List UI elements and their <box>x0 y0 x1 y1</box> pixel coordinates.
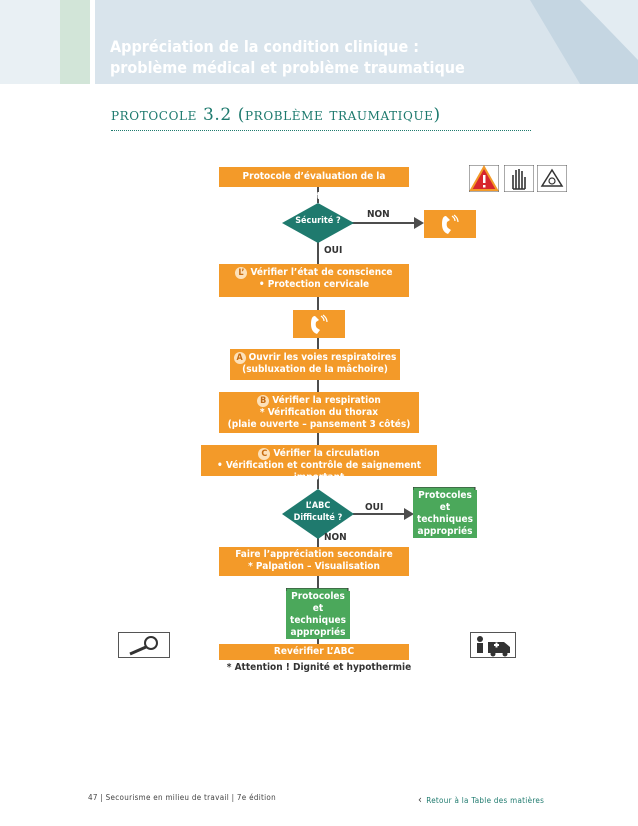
decision-security-shape <box>282 203 354 243</box>
header-title-line2: problème médical et problème traumatique <box>110 58 465 77</box>
step-text: Vérifier la respiration <box>272 395 381 406</box>
protocols-line1: Protocoles et <box>418 490 472 513</box>
step-breathing-line2: * Vérification du thorax <box>259 407 379 418</box>
label-non: NON <box>324 532 347 543</box>
connector <box>317 380 319 392</box>
decision-security: Sécurité ? <box>295 216 341 226</box>
title-divider <box>111 130 531 131</box>
decision-abc-shape <box>282 489 354 539</box>
step-letter: C <box>258 448 271 460</box>
phone-icon <box>442 214 459 234</box>
header-title-line1: Appréciation de la condition clinique : <box>110 37 419 56</box>
label-non: NON <box>367 209 390 220</box>
ambulance-icon <box>470 632 516 658</box>
phone-box-emergency <box>424 210 476 238</box>
decision-abc-line2: Difficulté ? <box>293 513 343 523</box>
step-secondary: Faire l’appréciation secondaire * Palpat… <box>219 547 409 576</box>
step-letter: B <box>257 395 270 407</box>
magnifier-icon <box>118 632 170 658</box>
protocols-doc-mid[interactable]: Protocoles et techniques appropriés <box>286 591 350 639</box>
warning-icon <box>469 165 499 192</box>
protocols-line3: appropriés <box>290 627 346 638</box>
protocols-line3: appropriés <box>417 526 473 537</box>
connector <box>317 241 319 264</box>
protocols-line1: Protocoles et <box>291 591 345 614</box>
step-airway-line2: (subluxation de la mâchoire) <box>242 364 388 375</box>
step-secondary-line2: * Palpation – Visualisation <box>248 561 380 572</box>
connector <box>353 513 411 515</box>
attention-note: * Attention ! Dignité et hypothermie <box>226 662 412 673</box>
protocol-title: protocole 3.2 (problème traumatique) <box>111 105 441 125</box>
decision-abc-line1: L’ABC <box>305 501 331 511</box>
step-conscience-line2: • Protection cervicale <box>258 279 370 290</box>
label-oui: OUI <box>365 502 384 513</box>
decision-abc: L’ABC Difficulté ? <box>282 500 354 524</box>
step-letter: L’ <box>235 267 248 279</box>
footer-left: 47 | Secourisme en milieu de travail | 7… <box>88 793 276 802</box>
arrow-head <box>414 217 424 229</box>
protocols-doc-right[interactable]: Protocoles et techniques appropriés <box>413 490 477 538</box>
step-conscience: L’Vérifier l’état de conscience • Protec… <box>219 264 409 297</box>
header-band-left <box>0 0 60 84</box>
header-band-accent <box>60 0 90 84</box>
step-recheck: Revérifier L’ABC <box>219 644 409 660</box>
glove-icon <box>504 165 534 192</box>
step-text: Vérifier l’état de conscience <box>250 267 393 278</box>
chevron-left-icon: ‹ <box>418 793 423 806</box>
connector <box>352 222 422 224</box>
arrow-head <box>404 508 414 520</box>
step-conscience-line1: L’Vérifier l’état de conscience <box>219 267 409 279</box>
step-text: Ouvrir les voies respiratoires <box>248 352 397 363</box>
connector <box>317 576 319 588</box>
step-secondary-line1: Faire l’appréciation secondaire <box>235 549 393 560</box>
protocols-line2: techniques <box>417 514 473 525</box>
step-situation: Protocole d’évaluation de la situation <box>219 167 409 202</box>
mask-icon <box>537 165 567 192</box>
step-letter: A <box>233 352 246 364</box>
label-oui: OUI <box>324 245 343 256</box>
connector <box>317 433 319 445</box>
toc-link[interactable]: ‹Retour à la Table des matières <box>418 793 544 806</box>
header-decoration <box>530 0 638 84</box>
protocols-line2: techniques <box>290 615 346 626</box>
phone-icon <box>311 314 328 334</box>
phone-box-call <box>293 310 345 338</box>
connector <box>317 476 319 489</box>
connector <box>317 537 319 547</box>
header-title: Appréciation de la condition clinique : … <box>110 36 530 78</box>
step-circulation-line2: • Vérification et contrôle de saignement… <box>216 460 422 483</box>
connector <box>317 187 319 203</box>
step-breathing-line3: (plaie ouverte – pansement 3 côtés) <box>227 419 411 430</box>
step-text: Vérifier la circulation <box>273 448 380 459</box>
toc-link-label: Retour à la Table des matières <box>426 796 545 805</box>
